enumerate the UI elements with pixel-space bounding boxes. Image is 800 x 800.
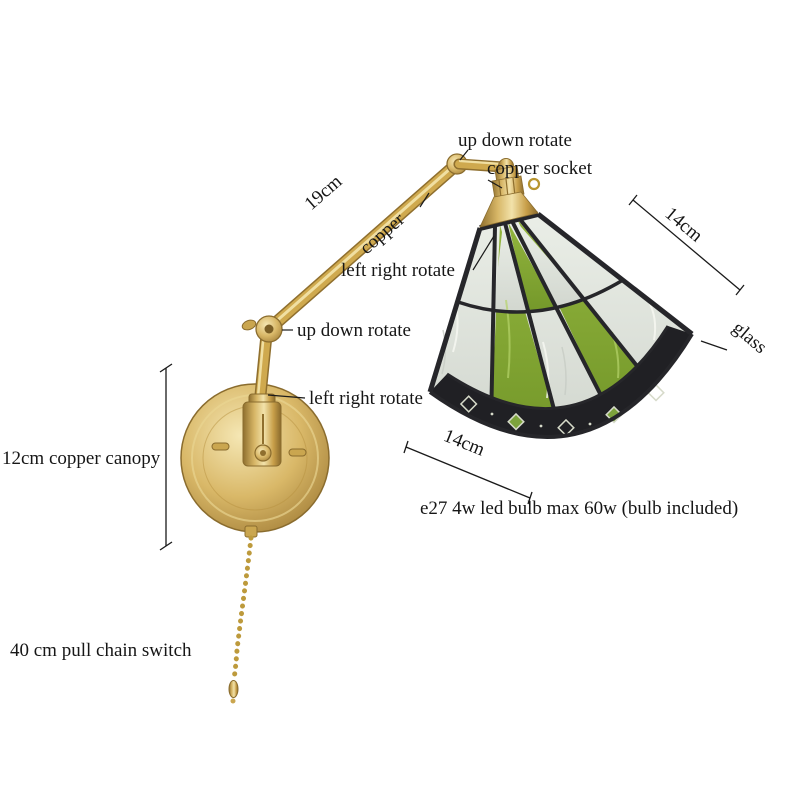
pull-chain[interactable]: [228, 525, 258, 704]
band-diamond: [507, 412, 525, 431]
band-dot: [490, 412, 494, 416]
dimension-line: [405, 446, 531, 499]
label-left-right-rotate-socket: left right rotate: [341, 260, 455, 281]
socket-hook-ring: [527, 177, 541, 191]
ball-chain[interactable]: [231, 535, 254, 682]
arm-top-joint: [446, 153, 509, 175]
dimension-line: [632, 199, 741, 291]
label-up-down-rotate-elbow: up down rotate: [297, 320, 411, 341]
shade-right-edge: [536, 212, 694, 336]
leading-line: [503, 222, 563, 437]
glass-texture: [505, 299, 511, 379]
dimension-line-canopy-12cm: [159, 363, 173, 551]
copper-socket: [479, 158, 541, 228]
dimension-tick: [628, 194, 638, 206]
label-canopy-12cm: 12cm copper canopy: [2, 448, 161, 469]
leader-glass: [700, 340, 728, 351]
band-diamond: [557, 418, 575, 437]
chain-end-bead[interactable]: [228, 680, 239, 698]
leading-line: [510, 220, 615, 420]
shade-top-edge: [479, 211, 539, 231]
dimension-tick: [159, 541, 173, 551]
label-pull-chain: 40 cm pull chain switch: [10, 640, 192, 661]
elbow-screw: [264, 324, 274, 334]
dimension-line-shade-top-14cm: [628, 194, 745, 296]
dimension-tick: [159, 363, 173, 373]
glass-texture: [441, 329, 446, 375]
knurl-ridge: [505, 178, 509, 198]
leader-copper-socket: [487, 179, 503, 189]
band-pattern: [459, 383, 665, 437]
leader-lines: [267, 149, 728, 399]
band-dot: [539, 424, 543, 428]
label-arm-length-19cm: 19cm: [301, 171, 347, 215]
label-up-down-rotate-top: up down rotate: [458, 130, 572, 151]
band-diamond: [459, 395, 478, 413]
socket-flare: [479, 191, 539, 228]
dimension-tick: [527, 491, 533, 505]
chain-end-ball[interactable]: [230, 698, 236, 704]
glass-texture: [542, 341, 550, 399]
dimension-tick: [403, 440, 409, 454]
shade-rim-outer: [428, 332, 694, 439]
label-shade-top-14cm: 14cm: [661, 203, 707, 246]
knurl-ridge: [498, 179, 502, 199]
leading-line: [489, 225, 497, 427]
shade-left-edge: [427, 227, 483, 393]
upper-green-center: [508, 222, 556, 312]
upper-clear-right: [515, 220, 584, 308]
band-dot: [588, 422, 592, 426]
link-bar: [455, 160, 507, 171]
link-highlight: [458, 159, 504, 166]
canopy-bracket: [211, 393, 307, 467]
side-screw-left: [211, 442, 230, 451]
leading-line: [517, 216, 655, 388]
side-screw-right: [288, 448, 307, 457]
bracket-knob-center: [260, 450, 266, 456]
label-glass: glass: [728, 318, 771, 359]
glass-texture: [561, 346, 567, 396]
shade-rim-inner: [446, 325, 670, 411]
leader-left-right-top: [472, 235, 495, 271]
leader-left-right-canopy: [267, 394, 306, 399]
elbow-wing-screw: [241, 319, 257, 331]
dimension-line-shade-bottom-14cm: [403, 440, 533, 505]
swing-arm: [262, 157, 464, 336]
leader-copper: [419, 192, 430, 208]
label-bulb-info: e27 4w led bulb max 60w (bulb included): [420, 498, 738, 519]
glass-shade: [427, 211, 694, 439]
elbow-joint: [241, 315, 283, 343]
chain-connector: [244, 525, 258, 538]
label-shade-bottom-14cm: 14cm: [441, 425, 488, 460]
leader-up-down-top: [459, 149, 469, 161]
label-left-right-rotate-canopy: left right rotate: [309, 388, 423, 409]
arm-highlight: [270, 159, 461, 327]
upper-clear-left: [493, 224, 528, 312]
label-copper-socket: copper socket: [487, 158, 593, 179]
leading-midline: [457, 278, 624, 314]
dimension-tick: [735, 284, 745, 296]
